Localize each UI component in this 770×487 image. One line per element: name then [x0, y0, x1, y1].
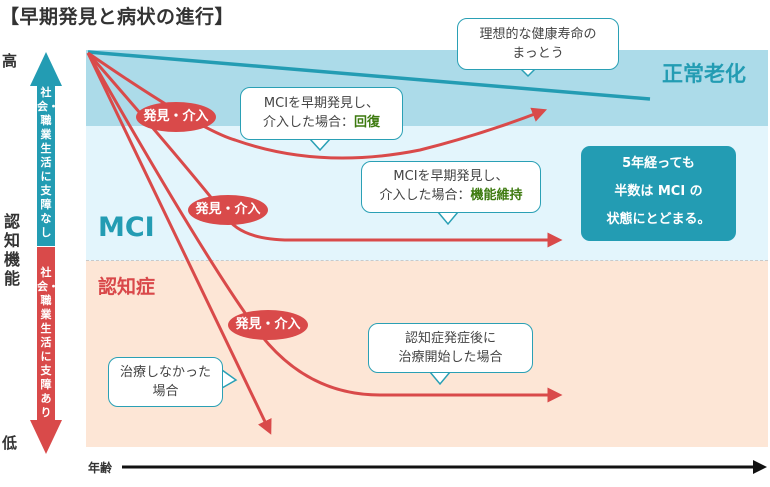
info-box: 5年経っても 半数は MCI の 状態にとどまる。: [581, 146, 736, 241]
bubble-maintain-emphasis: 機能維持: [470, 188, 523, 203]
up-arrow-icon: [30, 52, 62, 246]
x-axis-label: 年齢: [88, 461, 113, 475]
bubble-recover-emphasis: 回復: [354, 115, 381, 130]
age-axis-arrowhead-icon: [753, 460, 767, 474]
bubble-after-onset-line2: 治療開始した場合: [398, 350, 503, 365]
bubble-recover-line2: 介入した場合：回復: [241, 113, 402, 132]
bubble-maintain: MCIを早期発見し、 介入した場合：機能維持: [361, 161, 541, 213]
intervention-badge-after-onset: 発見・介入: [228, 310, 308, 340]
bubble-tail: [308, 138, 332, 152]
bubble-ideal: 理想的な健康寿命の まっとう: [457, 18, 619, 70]
intervention-badge-maintain: 発見・介入: [188, 195, 268, 225]
no-impairment-text: 社会・職業生活に支障なし: [37, 86, 59, 239]
bubble-untreated-line1: 治療しなかった: [119, 365, 211, 380]
bubble-after-onset-line1: 認知症発症後に: [404, 331, 496, 346]
info-box-line1: 5年経っても: [622, 156, 695, 171]
y-axis-high: 高: [2, 52, 18, 70]
bubble-untreated-line2: 場合: [152, 384, 179, 399]
info-box-line3: 状態にとどまる。: [606, 212, 711, 227]
bubble-tail: [428, 371, 452, 386]
bubble-recover-line1: MCIを早期発見し、: [263, 96, 380, 111]
intervention-badge-recover: 発見・介入: [136, 102, 216, 132]
bubble-tail: [436, 211, 460, 226]
bubble-tail: [221, 368, 238, 390]
zone-label-mci: MCI: [98, 212, 155, 243]
down-arrow-icon: [30, 247, 62, 454]
ideal-aging-line: [87, 50, 651, 101]
bubble-after-onset: 認知症発症後に 治療開始した場合: [368, 323, 533, 373]
impairment-text: 社会・職業生活に支障あり: [37, 266, 59, 419]
bubble-maintain-line2: 介入した場合：機能維持: [362, 186, 540, 205]
bubble-ideal-line2: まっとう: [512, 46, 564, 61]
bubble-recover: MCIを早期発見し、 介入した場合：回復: [240, 87, 403, 140]
bubble-maintain-prefix: 介入した場合：: [379, 188, 471, 203]
diagram-title: 【早期発見と病状の進行】: [0, 6, 235, 28]
untreated-path: [86, 52, 272, 435]
y-axis-low: 低: [2, 434, 18, 452]
zone-label-normal-aging: 正常老化: [662, 62, 746, 86]
bubble-recover-prefix: 介入した場合：: [262, 115, 354, 130]
info-box-line2: 半数は MCI の: [614, 184, 703, 199]
bubble-ideal-line1: 理想的な健康寿命の: [479, 27, 597, 42]
y-axis-label: 認知機能: [4, 212, 21, 288]
bubble-untreated: 治療しなかった 場合: [108, 357, 223, 407]
bubble-maintain-line1: MCIを早期発見し、: [393, 169, 509, 184]
zone-label-dementia: 認知症: [98, 276, 156, 298]
